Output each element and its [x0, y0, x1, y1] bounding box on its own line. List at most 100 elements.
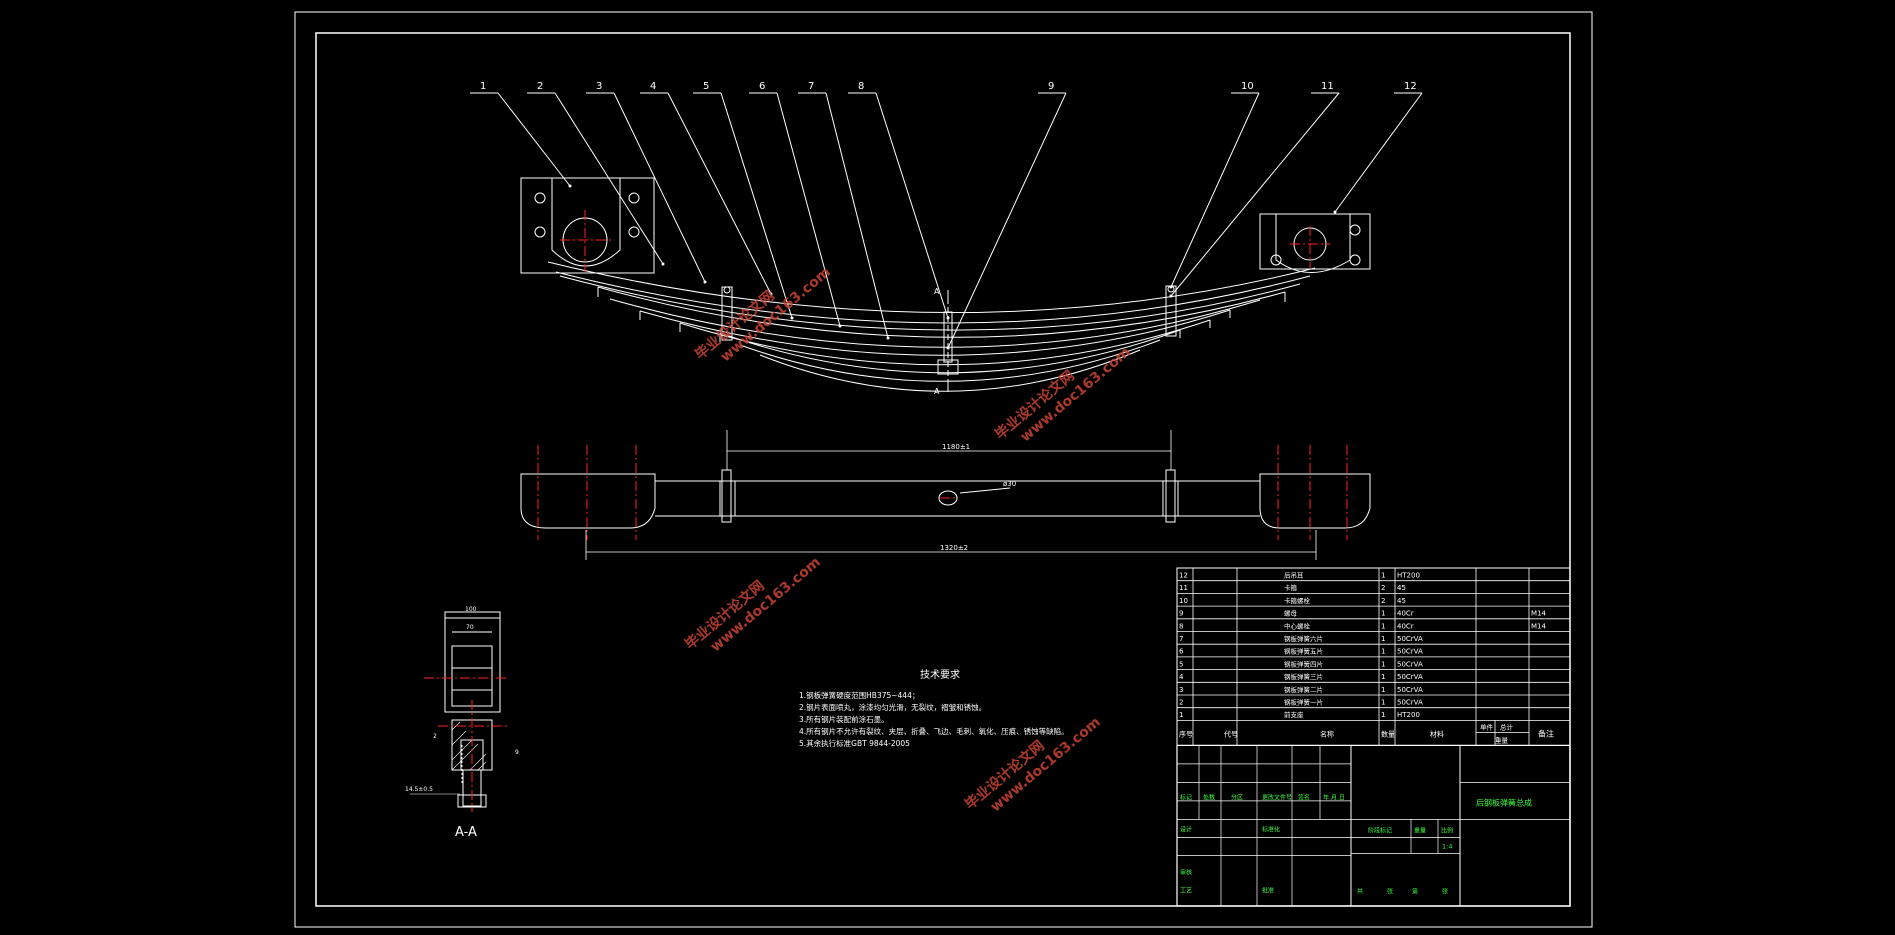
callout-1: 1 [470, 81, 572, 188]
svg-text:11: 11 [1179, 584, 1188, 592]
title-block-label: 张 [1387, 887, 1393, 895]
svg-text:M14: M14 [1531, 610, 1546, 618]
title-block-label: 批准 [1262, 886, 1274, 894]
section-title: A-A [455, 825, 477, 840]
svg-text:钢板弹簧三片: 钢板弹簧三片 [1284, 672, 1323, 681]
callout-label: 2 [537, 81, 543, 92]
callout-label: 5 [703, 81, 709, 92]
title-block-label: 标准化 [1262, 825, 1280, 833]
svg-text:HT200: HT200 [1397, 711, 1420, 719]
svg-text:后吊耳: 后吊耳 [1284, 571, 1304, 580]
svg-text:8: 8 [1179, 622, 1183, 630]
svg-text:1: 1 [1381, 622, 1385, 630]
svg-text:1: 1 [1381, 660, 1385, 668]
title-block-label: 共 [1357, 887, 1363, 895]
callout-3: 3 [586, 81, 707, 284]
title-block-label: 标记 [1180, 793, 1192, 801]
dim-section-bolt: 14.5±0.5 [405, 786, 433, 793]
svg-text:螺母: 螺母 [1284, 609, 1298, 618]
svg-text:HT200: HT200 [1397, 572, 1420, 580]
callout-7: 7 [798, 81, 890, 340]
svg-text:钢板弹簧四片: 钢板弹簧四片 [1284, 659, 1323, 668]
tech-requirement-item: 3.所有钢片装配前涂石墨。 [799, 714, 889, 724]
callout-label: 12 [1404, 81, 1417, 92]
title-block-label: 年.月.日 [1323, 793, 1345, 801]
svg-text:45: 45 [1397, 584, 1406, 592]
svg-text:重量: 重量 [1495, 736, 1509, 744]
svg-text:2: 2 [1179, 699, 1183, 707]
callout-6: 6 [749, 81, 842, 328]
dim-section-small: 2 [433, 733, 437, 740]
tech-requirement-item: 5.其余执行标准GBT 9844-2005 [799, 738, 910, 748]
title-block-label: 更改文件号 [1262, 793, 1292, 801]
top-view-centerlines [537, 445, 1348, 540]
inner-border [315, 32, 1571, 907]
svg-text:M14: M14 [1531, 622, 1546, 630]
bom-row: 8 中心螺栓 1 40Cr M14 [1179, 621, 1546, 630]
svg-text:50CrVA: 50CrVA [1397, 673, 1423, 681]
callout-5: 5 [693, 81, 794, 320]
svg-text:45: 45 [1397, 597, 1406, 605]
svg-text:2: 2 [1381, 584, 1385, 592]
title-block-label: 处数 [1203, 793, 1215, 801]
svg-text:40Cr: 40Cr [1397, 622, 1414, 630]
dim-total-length: 1320±2 [940, 544, 968, 552]
tech-requirement-item: 4.所有钢片不允许有裂纹、夹层、折叠、飞边、毛刺、氧化、压痕、锈蚀等缺陷。 [799, 726, 1069, 736]
top-view-dimensions [585, 430, 1317, 560]
callout-label: 7 [808, 81, 814, 92]
tech-requirements-title: 技术要求 [920, 668, 960, 681]
svg-text:50CrVA: 50CrVA [1397, 699, 1423, 707]
callout-9: 9 [946, 81, 1067, 350]
svg-text:1: 1 [1179, 711, 1183, 719]
callout-label: 4 [650, 81, 656, 92]
svg-text:代号: 代号 [1224, 729, 1238, 738]
callout-label: 11 [1321, 81, 1334, 92]
svg-text:备注: 备注 [1538, 728, 1554, 738]
title-block-label: 比例 [1441, 826, 1453, 834]
callout-label: 1 [480, 81, 486, 92]
svg-text:1: 1 [1381, 686, 1385, 694]
bom-row: 9 螺母 1 40Cr M14 [1179, 609, 1546, 618]
callout-11: 11 [1169, 81, 1340, 298]
svg-text:卡箍: 卡箍 [1284, 583, 1298, 592]
dim-section-width-inner: 70 [466, 624, 474, 631]
svg-text:1: 1 [1381, 648, 1385, 656]
svg-text:1: 1 [1381, 699, 1385, 707]
svg-text:单件: 单件 [1480, 722, 1494, 731]
svg-text:6: 6 [1179, 648, 1184, 656]
section-marker-bottom: A [934, 387, 940, 396]
title-block-label: 设计 [1180, 825, 1192, 833]
bom-header: 序号代号名称数量材料单件总计重量备注 [1179, 722, 1554, 744]
top-view [520, 469, 1371, 529]
svg-text:1: 1 [1381, 635, 1385, 643]
title-block-label: 签名 [1298, 793, 1310, 801]
svg-text:钢板弹簧五片: 钢板弹簧五片 [1284, 647, 1323, 656]
callout-12: 12 [1333, 81, 1423, 214]
svg-text:1: 1 [1381, 572, 1385, 580]
svg-text:40Cr: 40Cr [1397, 610, 1414, 618]
callout-10: 10 [1169, 81, 1260, 289]
svg-text:中心螺栓: 中心螺栓 [1284, 621, 1311, 630]
svg-text:1: 1 [1381, 610, 1385, 618]
tech-requirements-list: 1.钢板弹簧硬度范围HB375~444；2.钢片表面喷丸，涂漆均匀光滑，无裂纹，… [799, 690, 1069, 748]
callout-2: 2 [527, 81, 665, 266]
svg-text:1: 1 [1381, 673, 1385, 681]
svg-text:2: 2 [1381, 597, 1385, 605]
drawing-title: 后钢板弹簧总成 [1476, 797, 1532, 807]
svg-text:9: 9 [1179, 610, 1183, 618]
callout-label: 6 [759, 81, 765, 92]
title-block-label: 分区 [1231, 793, 1243, 801]
svg-text:序号: 序号 [1179, 729, 1193, 738]
